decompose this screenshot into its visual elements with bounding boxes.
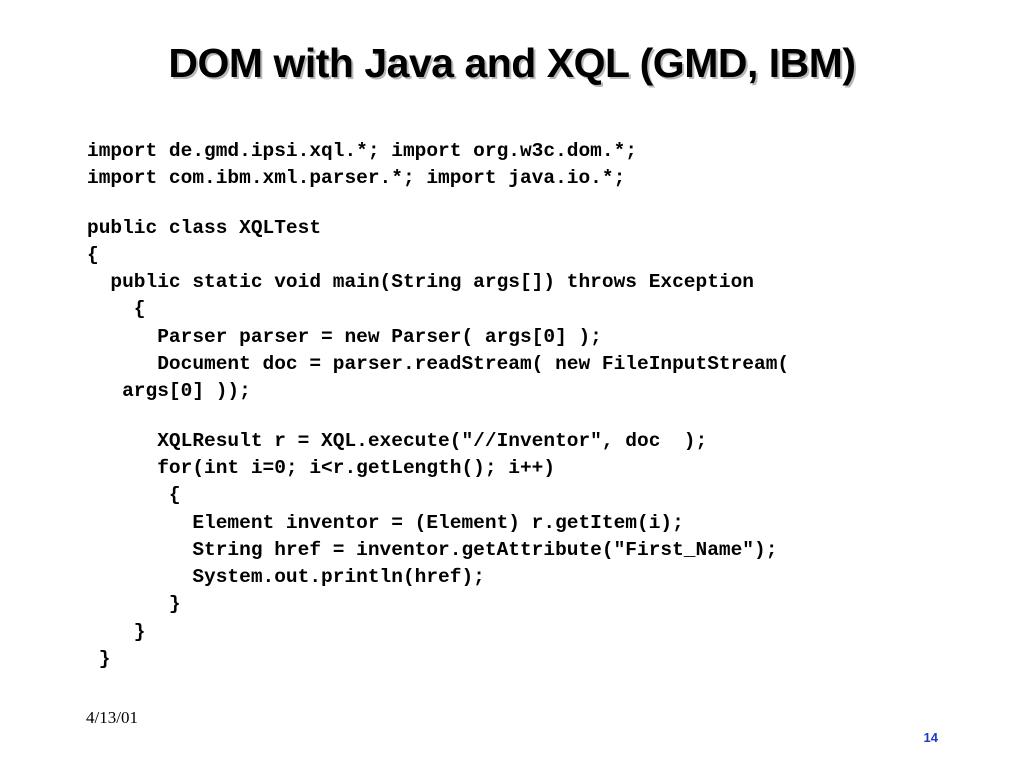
code-line-blank (87, 406, 789, 428)
code-listing: import de.gmd.ipsi.xql.*; import org.w3c… (87, 138, 789, 673)
slide-number: 14 (923, 730, 938, 745)
code-line: } (87, 620, 146, 643)
code-line: args[0] )); (87, 380, 251, 403)
code-line: public class XQLTest (87, 216, 322, 239)
code-line: System.out.println(href); (87, 566, 485, 589)
code-line: { (87, 298, 146, 321)
code-line: } (87, 648, 111, 671)
code-line: { (87, 484, 181, 507)
code-line: Element inventor = (Element) r.getItem(i… (87, 511, 684, 534)
code-line: for(int i=0; i<r.getLength(); i++) (87, 456, 556, 479)
code-line: String href = inventor.getAttribute("Fir… (87, 538, 778, 561)
slide-title: DOM with Java and XQL (GMD, IBM) (168, 40, 856, 86)
code-line: Document doc = parser.readStream( new Fi… (87, 353, 790, 376)
code-line: import com.ibm.xml.parser.*; import java… (87, 167, 626, 190)
code-line: import de.gmd.ipsi.xql.*; import org.w3c… (87, 140, 637, 162)
slide-date: 4/13/01 (86, 708, 138, 727)
code-line-blank (87, 193, 789, 215)
code-line: } (87, 593, 181, 616)
code-line: Parser parser = new Parser( args[0] ); (87, 325, 602, 348)
code-line: XQLResult r = XQL.execute("//Inventor", … (87, 429, 708, 452)
code-line: public static void main(String args[]) t… (87, 271, 755, 294)
code-line: { (87, 243, 99, 266)
